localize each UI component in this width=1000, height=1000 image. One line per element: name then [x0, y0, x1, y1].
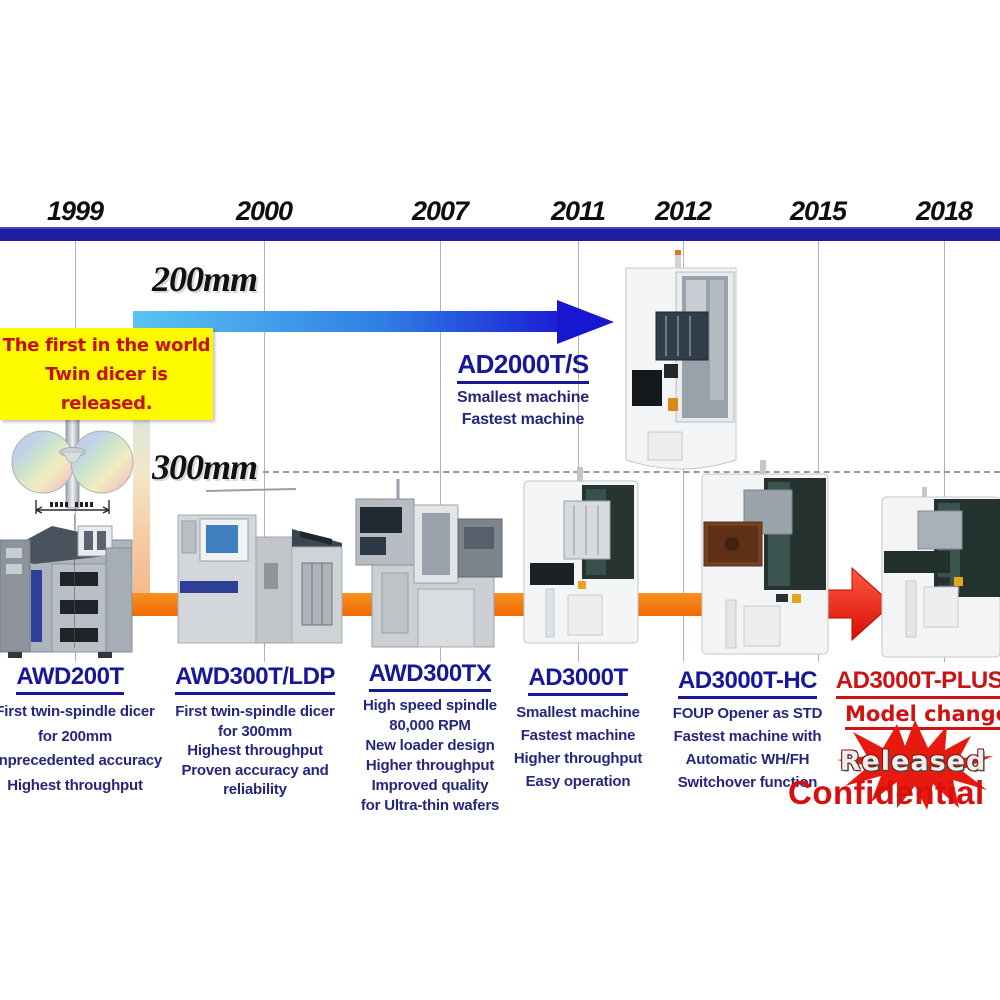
300mm-guide-line	[263, 471, 1000, 473]
gridline-2015	[818, 241, 819, 662]
timeline-bar	[0, 227, 1000, 241]
twin-wafer-icon	[11, 410, 134, 514]
confidential-stamp-label: Confidential	[788, 774, 985, 811]
ad3000t-hc-machine-image	[701, 460, 829, 655]
ad2000t-s-title: AD2000T/S	[443, 349, 603, 384]
awd300t-ldp-machine-image	[177, 488, 343, 644]
awd300t-ldp-title: AWD300T/LDP	[163, 663, 347, 695]
year-label-2011: 2011	[550, 196, 606, 226]
awd300tx-machine-image	[355, 479, 503, 648]
ad3000t-plus-machine-image	[881, 487, 1000, 658]
ad3000t-plus-title: AD3000T-PLUS	[832, 667, 1000, 699]
gridline-overlay-1999	[74, 514, 75, 648]
year-label-2007: 2007	[411, 196, 469, 226]
gridline-2000	[264, 241, 265, 662]
gridline-2007	[440, 241, 441, 662]
gridline-2011	[578, 241, 579, 662]
awd200t-machine-image	[0, 525, 133, 658]
gridline-2018	[944, 241, 945, 662]
year-label-2000: 2000	[235, 196, 293, 226]
year-label-1999: 1999	[46, 196, 104, 226]
ad3000t-hc-title: AD3000T-HC	[660, 667, 835, 699]
model-change-label: Model change	[845, 702, 1000, 730]
era-label-200mm: 200mm	[152, 259, 258, 299]
ad3000t-title: AD3000T	[508, 664, 648, 696]
200mm-arrow-body	[133, 311, 557, 332]
year-label-2018: 2018	[915, 196, 973, 226]
released-starburst	[837, 720, 993, 810]
year-label-2015: 2015	[789, 196, 847, 226]
ad2000t-s-machine-image	[625, 250, 737, 470]
wafer-dimension-bracket	[35, 500, 110, 514]
awd300tx-title: AWD300TX	[355, 660, 505, 692]
200mm-arrow-head	[557, 300, 614, 344]
ad3000t-machine-image	[523, 467, 639, 644]
year-label-2012: 2012	[654, 196, 712, 226]
released-stamp-label: Released	[839, 746, 987, 777]
era-label-300mm: 300mm	[152, 447, 258, 487]
awd200t-title: AWD200T	[0, 663, 140, 695]
